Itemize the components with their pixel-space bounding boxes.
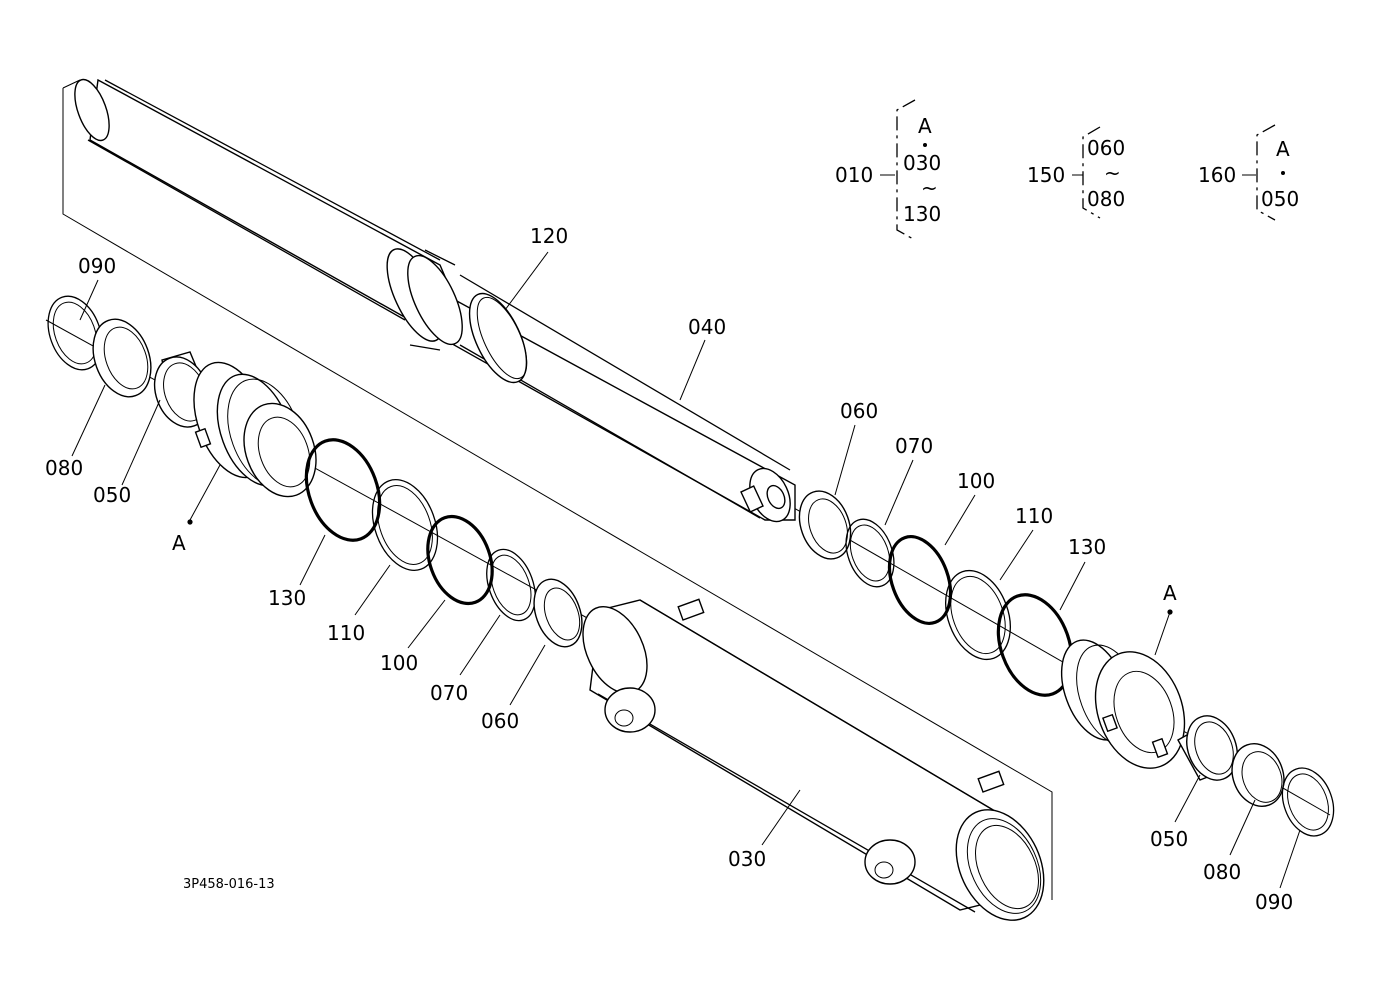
callout-090-left: 090 — [78, 254, 116, 278]
callout-060-right: 060 — [840, 399, 878, 423]
callout-130-right: 130 — [1068, 535, 1106, 559]
callout-100-right: 100 — [957, 469, 995, 493]
cylinder-head-right — [1060, 639, 1186, 769]
legend-010-mid: 030 — [903, 151, 941, 175]
seal-060-right — [798, 490, 852, 560]
callout-a-right: A — [1163, 581, 1177, 605]
drawing-id: 3P458-016-13 — [183, 877, 275, 892]
legend-160-top: A — [1276, 137, 1290, 161]
assembly-boundary — [62, 79, 1053, 900]
seal-060-left — [533, 578, 583, 648]
legend-010-bottom: 130 — [903, 202, 941, 226]
callout-130-left: 130 — [268, 586, 306, 610]
callout-050-right: 050 — [1150, 827, 1188, 851]
callout-080-right: 080 — [1203, 860, 1241, 884]
o-ring-130-right — [996, 593, 1074, 697]
legend-160-id: 160 — [1198, 163, 1236, 187]
o-ring-100-right — [887, 535, 953, 625]
legend-150-bottom: 080 — [1087, 187, 1125, 211]
seal-070-left — [486, 548, 536, 622]
piston-rod — [74, 78, 796, 523]
callout-030: 030 — [728, 847, 766, 871]
leader-lines — [71, 251, 1301, 889]
callout-050-left: 050 — [93, 483, 131, 507]
cylinder-tube — [582, 598, 1045, 921]
legend-group-160: 160 A 050 — [1198, 124, 1299, 221]
callout-080-left: 080 — [45, 456, 83, 480]
wiper-080-right — [1231, 743, 1285, 807]
legend-150-tilde: ~ — [1104, 161, 1121, 185]
snap-ring-090-right — [1281, 767, 1335, 837]
callout-110-right: 110 — [1015, 504, 1053, 528]
callout-120: 120 — [530, 224, 568, 248]
cylinder-head-left — [193, 361, 317, 498]
callout-a-left: A — [172, 531, 186, 555]
o-ring-130-left — [304, 438, 382, 542]
callout-040: 040 — [688, 315, 726, 339]
legend-160-bottom: 050 — [1261, 187, 1299, 211]
legend-group-150: 150 060 ~ 080 — [1027, 126, 1125, 219]
callout-070-left: 070 — [430, 681, 468, 705]
legend-010-tilde: ~ — [921, 176, 938, 200]
snap-ring-090-left — [47, 295, 103, 371]
o-ring-100-left — [426, 514, 494, 606]
legend-150-id: 150 — [1027, 163, 1065, 187]
legend-150-top: 060 — [1087, 136, 1125, 160]
bushing-050-right — [1177, 715, 1240, 781]
legend-010-id: 010 — [835, 163, 873, 187]
legend-group-010: 010 A 030 ~ 130 — [835, 99, 941, 241]
legend-010-top: A — [918, 114, 932, 138]
seal-070-right — [845, 518, 895, 588]
backup-ring-110-left — [371, 479, 439, 571]
callout-070-right: 070 — [895, 434, 933, 458]
callout-100-left: 100 — [380, 651, 418, 675]
callout-060-left: 060 — [481, 709, 519, 733]
callout-110-left: 110 — [327, 621, 365, 645]
wiper-080-left — [92, 318, 152, 398]
callout-090-right: 090 — [1255, 890, 1293, 914]
